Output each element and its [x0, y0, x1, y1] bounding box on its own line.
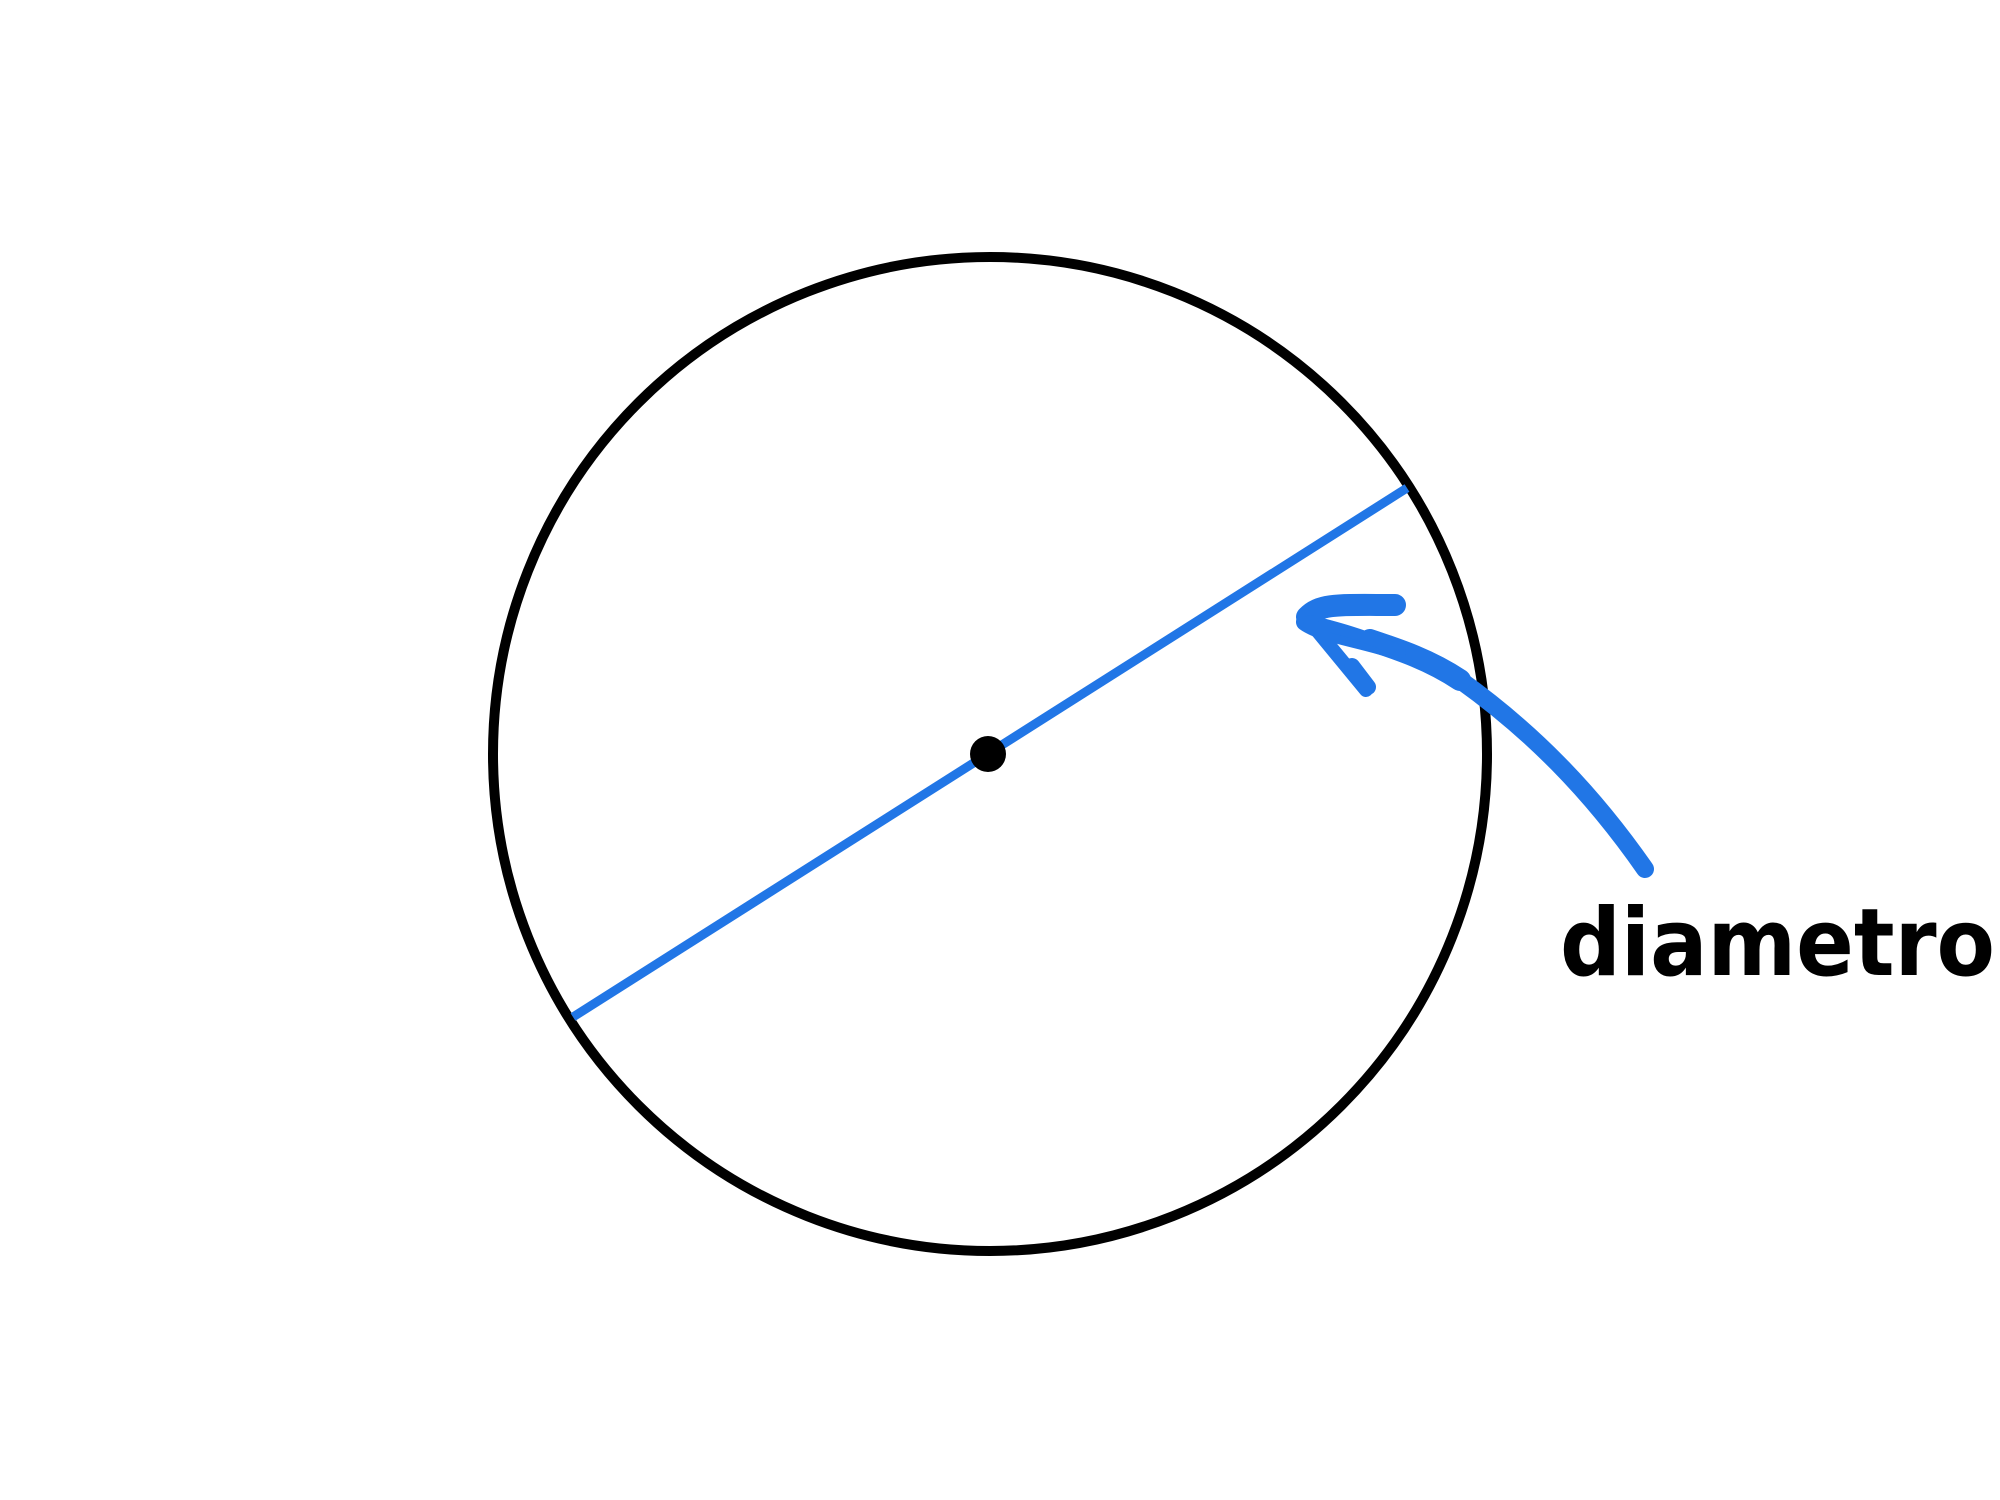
- pointer-arrow: [1296, 593, 1654, 878]
- center-point: [970, 736, 1006, 772]
- diameter-label: diametro: [1560, 889, 1995, 998]
- arrow-head-top: [1296, 593, 1406, 628]
- circle-outline: [488, 252, 1492, 1256]
